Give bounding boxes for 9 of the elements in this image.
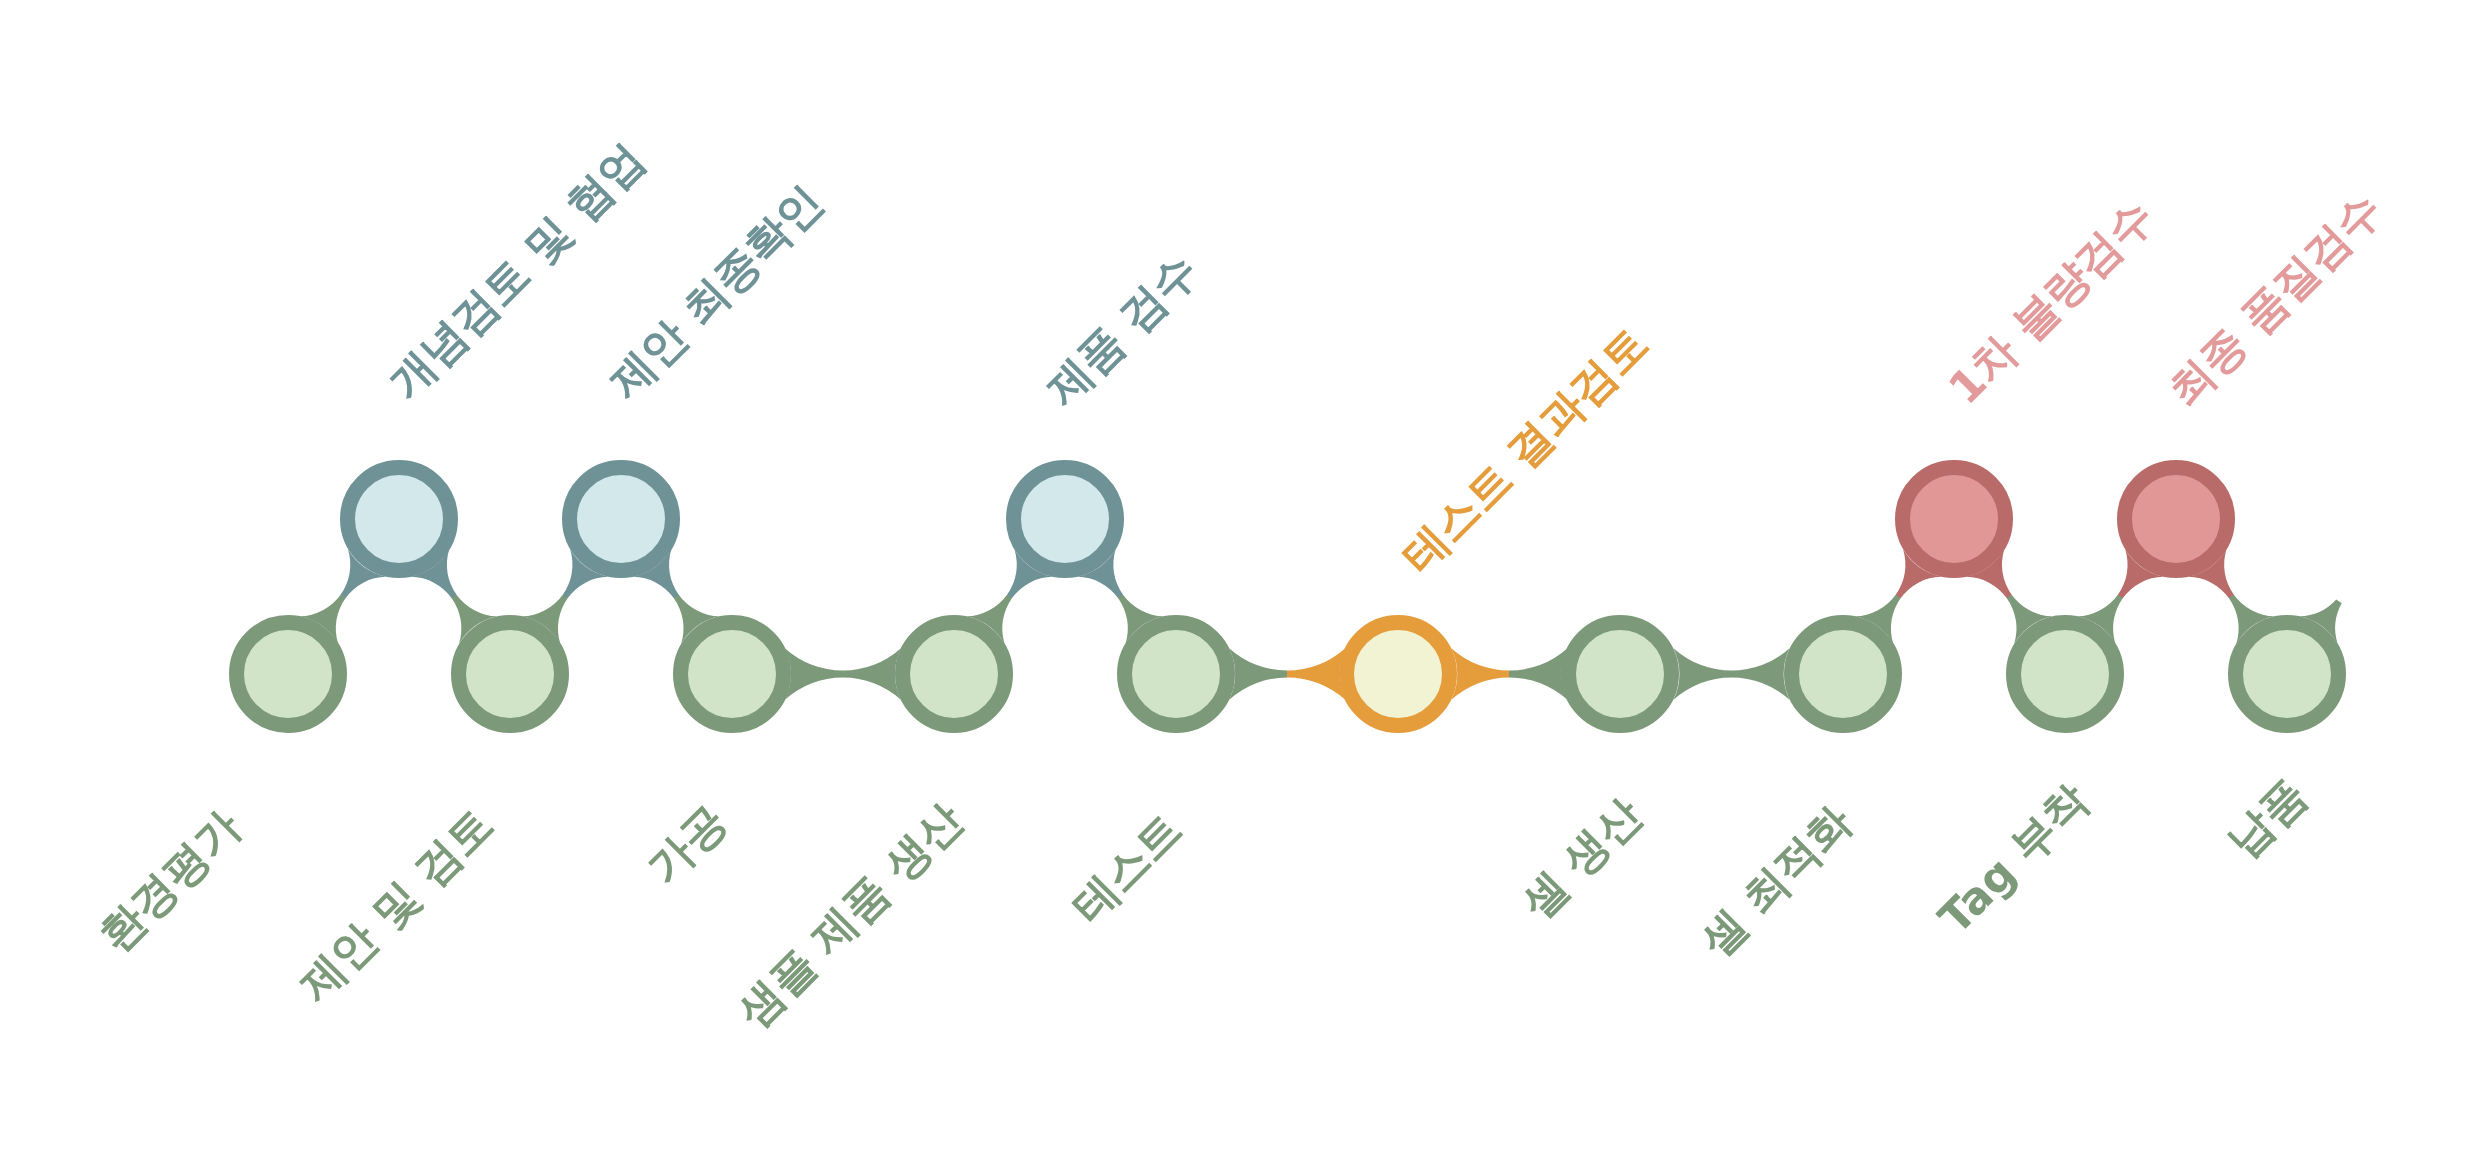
step-label: 제안 및 검토 [291,800,501,1010]
step-label: 셀 생산 [1513,790,1649,926]
connector [1451,648,1568,700]
step-label: Tag 부착 [1931,776,2097,942]
connector [1673,648,1790,700]
step-label: 제품 검수 [1038,246,1206,414]
step-label: 납품 [2220,771,2314,865]
connector [1229,648,1346,700]
connector [784,648,901,700]
